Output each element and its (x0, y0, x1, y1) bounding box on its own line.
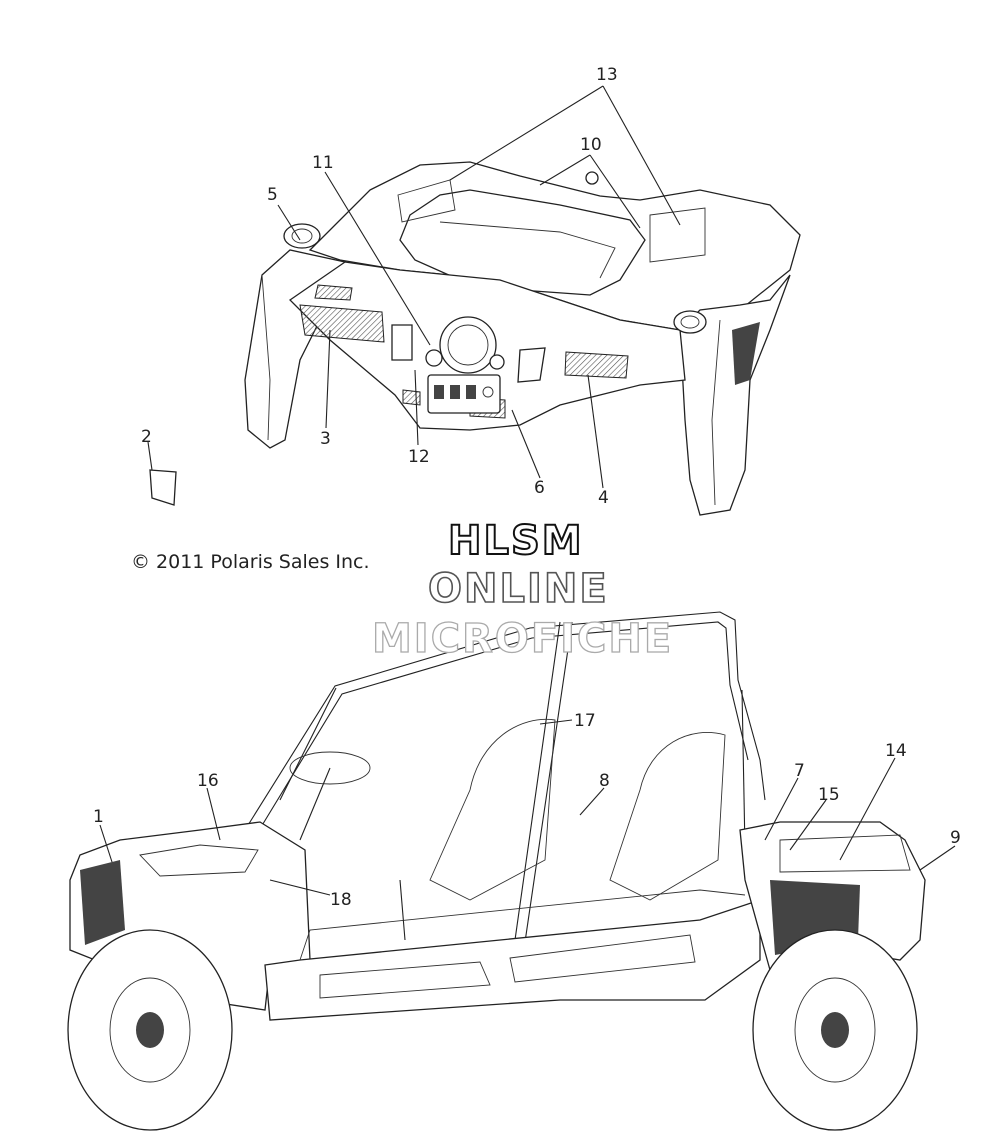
callout-7: 7 (794, 761, 805, 781)
watermark-line-1: HLSM (447, 517, 584, 565)
callout-13: 13 (596, 65, 618, 85)
callout-3: 3 (320, 429, 331, 449)
callout-5: 5 (267, 185, 278, 205)
callout-labels: 13 10 11 5 3 12 6 4 2 1 16 18 17 8 7 15 … (93, 65, 961, 910)
callout-9: 9 (950, 828, 961, 848)
callout-16: 16 (197, 771, 219, 791)
callout-leaders (99, 85, 956, 896)
watermark-line-2: ONLINE (427, 565, 609, 613)
callout-6: 6 (534, 478, 545, 498)
callout-17: 17 (574, 711, 596, 731)
callout-2: 2 (141, 427, 152, 447)
callout-12: 12 (408, 447, 430, 467)
callout-15: 15 (818, 785, 840, 805)
callout-4: 4 (598, 488, 609, 508)
copyright-text: © 2011 Polaris Sales Inc. (131, 551, 370, 573)
decal-item-2 (149, 469, 177, 506)
callout-14: 14 (885, 741, 907, 761)
vehicle-side-view (67, 611, 926, 1131)
callout-11: 11 (312, 153, 334, 173)
callout-8: 8 (599, 771, 610, 791)
callout-18: 18 (330, 890, 352, 910)
callout-1: 1 (93, 807, 104, 827)
dashboard-assembly (244, 161, 801, 516)
watermark-line-3: MICROFICHE (371, 615, 674, 662)
callout-10: 10 (580, 135, 602, 155)
